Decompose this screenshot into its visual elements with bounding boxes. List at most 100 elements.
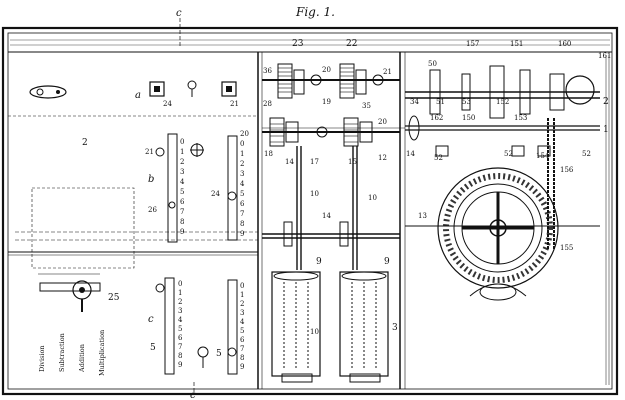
label-155: 155 [560, 244, 573, 252]
svg-text:5: 5 [180, 188, 184, 196]
svg-text:6: 6 [180, 198, 185, 206]
svg-text:5: 5 [240, 327, 244, 335]
scale-c: 0 1 2 3 4 5 6 7 8 9 [155, 277, 183, 375]
label-1: 1 [603, 125, 609, 135]
window-a1 [149, 81, 165, 97]
machine-casing [1, 26, 619, 396]
svg-text:1: 1 [178, 289, 182, 297]
svg-text:8: 8 [240, 354, 244, 362]
svg-text:0: 0 [240, 140, 244, 148]
label-12: 12 [378, 154, 387, 162]
svg-text:0: 0 [240, 282, 244, 290]
label-21c: 21 [383, 68, 392, 76]
middle-shaft [262, 115, 600, 141]
section-mark-top: c [176, 8, 182, 19]
dial-letter-b: b [148, 174, 154, 185]
crank-handle [29, 85, 67, 99]
label-151: 151 [510, 40, 523, 48]
vertical-shafts [262, 146, 400, 270]
svg-text:9: 9 [178, 361, 182, 369]
svg-text:2: 2 [240, 160, 244, 168]
label-34: 34 [410, 98, 419, 106]
selector-knob [190, 143, 204, 157]
svg-text:7: 7 [240, 345, 244, 353]
svg-text:3: 3 [240, 309, 244, 317]
label-150: 150 [462, 114, 475, 122]
dial-letter-c: c [148, 314, 154, 325]
figure-title: Fig. 1. [295, 5, 335, 19]
keyhole-icon [187, 80, 197, 97]
label-156: 156 [560, 166, 574, 174]
label-153: 153 [514, 114, 527, 122]
label-161: 161 [598, 52, 611, 60]
svg-text:7: 7 [240, 210, 244, 218]
label-50: 50 [428, 60, 437, 68]
label-52b: 52 [504, 150, 513, 158]
label-152: 152 [496, 98, 509, 106]
svg-text:8: 8 [240, 220, 244, 228]
svg-text:3: 3 [178, 307, 182, 315]
op-division: Division [38, 345, 46, 372]
mode-lever [38, 273, 101, 312]
label-154: 154 [536, 152, 550, 160]
label-51: 51 [436, 98, 445, 106]
svg-text:1: 1 [240, 150, 244, 158]
svg-text:4: 4 [180, 178, 185, 186]
dial-letter-a: a [135, 90, 141, 101]
svg-text:2: 2 [240, 300, 244, 308]
op-addition: Addition [78, 344, 86, 373]
label-20c: 20 [378, 118, 387, 126]
label-36: 36 [263, 67, 272, 75]
label-15: 15 [348, 158, 357, 166]
label-10a: 10 [310, 190, 319, 198]
svg-text:0: 0 [178, 280, 182, 288]
svg-text:8: 8 [178, 352, 182, 360]
svg-text:6: 6 [240, 336, 245, 344]
svg-text:5: 5 [240, 190, 244, 198]
label-157: 157 [466, 40, 479, 48]
svg-text:0: 0 [180, 138, 184, 146]
label-35: 35 [362, 102, 371, 110]
scale-top-right: 0 1 2 3 4 5 6 7 8 9 [227, 135, 245, 241]
knob-lower [197, 346, 209, 368]
svg-text:4: 4 [240, 318, 245, 326]
svg-text:9: 9 [180, 228, 184, 236]
label-9a: 9 [316, 257, 322, 267]
label-26: 26 [148, 206, 157, 214]
label-25: 25 [108, 293, 120, 303]
label-2-right: 2 [603, 97, 609, 107]
svg-text:1: 1 [180, 148, 184, 156]
svg-text:5: 5 [178, 325, 182, 333]
svg-text:1: 1 [240, 291, 244, 299]
label-52c: 52 [582, 150, 591, 158]
label-24a: 24 [163, 100, 172, 108]
label-10b: 10 [368, 194, 377, 202]
label-14b: 14 [322, 212, 331, 220]
label-5b: 5 [216, 349, 222, 359]
label-52a: 52 [434, 154, 443, 162]
svg-text:6: 6 [178, 334, 183, 342]
label-53: 53 [462, 98, 471, 106]
scale-b: 0 1 2 3 4 5 6 7 8 9 [155, 133, 185, 243]
svg-text:3: 3 [240, 170, 244, 178]
op-subtraction: Subtraction [58, 333, 66, 372]
op-multiplication: Multiplication [98, 330, 106, 376]
svg-text:4: 4 [178, 316, 183, 324]
svg-text:2: 2 [180, 158, 184, 166]
svg-text:2: 2 [178, 298, 182, 306]
svg-text:3: 3 [180, 168, 184, 176]
label-19: 19 [322, 98, 331, 106]
label-3: 3 [392, 323, 398, 333]
svg-text:6: 6 [240, 200, 245, 208]
label-5a: 5 [150, 343, 156, 353]
label-24b: 24 [211, 190, 220, 198]
window-a2 [221, 81, 237, 97]
label-10c: 10 [310, 328, 319, 336]
upper-shaft-assembly [405, 65, 600, 119]
svg-text:4: 4 [240, 180, 245, 188]
label-20a: 20 [240, 130, 249, 138]
label-160: 160 [558, 40, 571, 48]
label-28: 28 [263, 100, 272, 108]
svg-text:9: 9 [240, 230, 244, 238]
